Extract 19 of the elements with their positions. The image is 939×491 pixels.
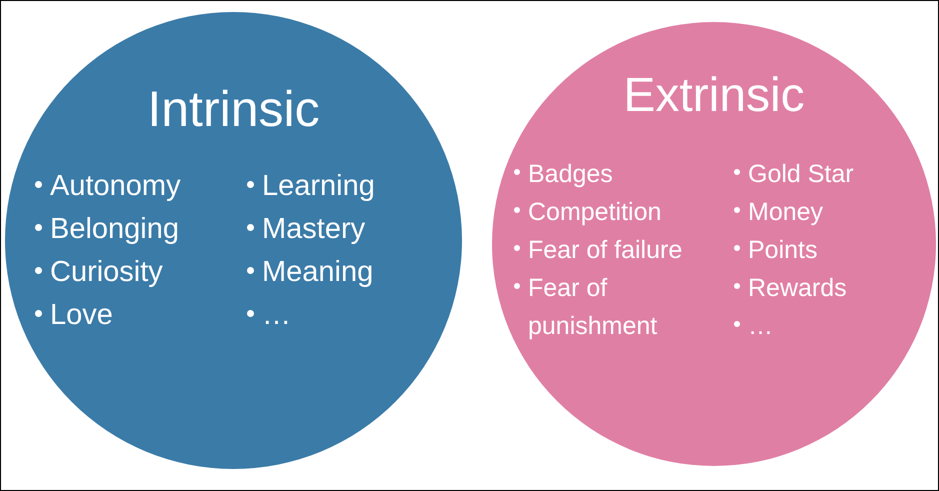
circle-title: Intrinsic	[146, 80, 321, 138]
list-item: …	[262, 298, 291, 333]
list-item: Autonomy	[50, 169, 181, 204]
list-item: Learning	[262, 169, 375, 204]
list-item: Belonging	[50, 212, 179, 247]
list-item: Mastery	[262, 212, 366, 247]
list-item: Badges	[528, 159, 613, 190]
list-item: Rewards	[748, 273, 847, 304]
list-item: Gold Star	[748, 159, 854, 190]
list-item: Points	[748, 235, 818, 266]
list-item: Curiosity	[50, 255, 163, 290]
list-item: Meaning	[262, 255, 374, 290]
list-item: Love	[50, 298, 113, 333]
circle-title: Extrinsic	[622, 68, 806, 123]
list-item: …	[748, 311, 773, 342]
list-item: Competition	[528, 197, 662, 228]
list-item: Fear of punishment	[528, 273, 658, 342]
list-item: Fear of failure	[528, 235, 682, 266]
list-item: Money	[748, 197, 824, 228]
